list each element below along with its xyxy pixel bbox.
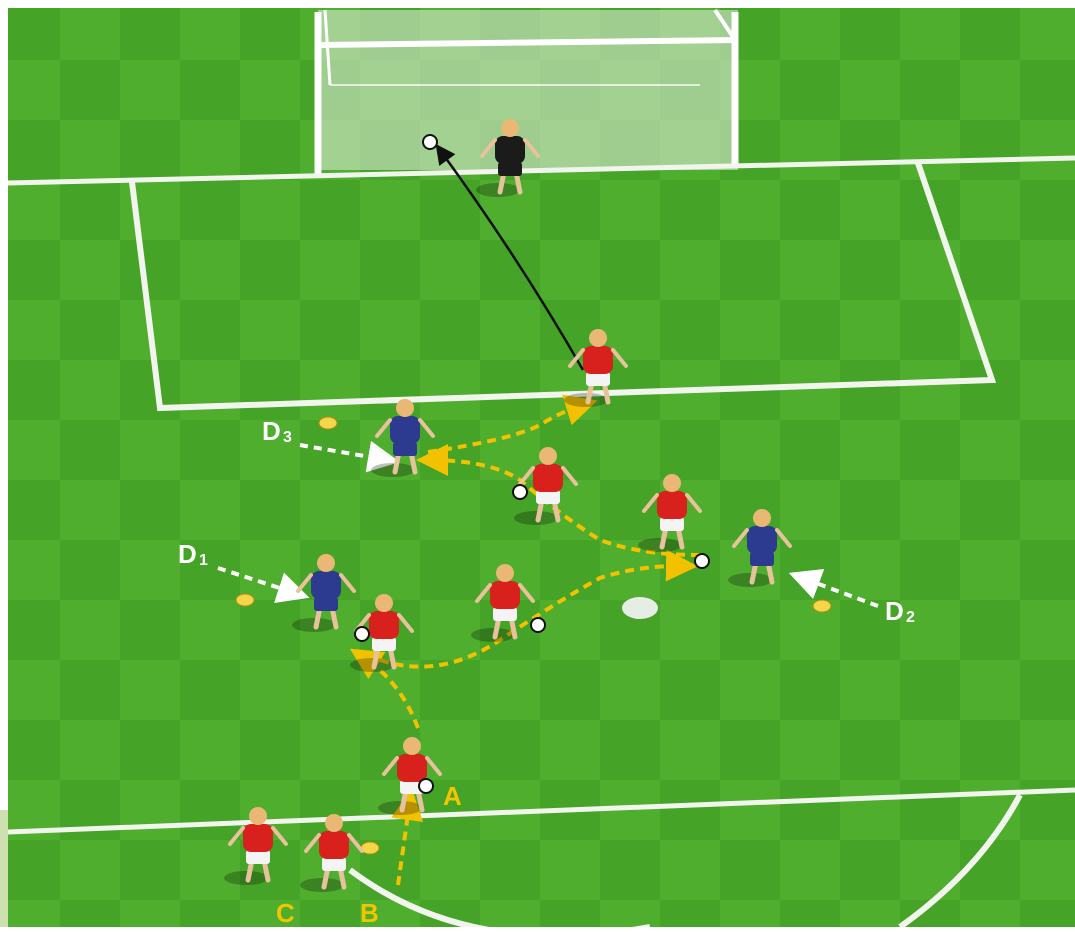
label-d3-main: D	[262, 416, 281, 446]
label-d2-sub: 2	[906, 609, 915, 626]
label-d1-sub: 1	[199, 552, 208, 569]
goal-icon	[318, 10, 738, 175]
label-a: A	[443, 781, 462, 811]
label-d2-main: D	[885, 596, 904, 626]
label-b: B	[360, 898, 379, 927]
label-c: C	[276, 898, 295, 927]
label-d3-sub: 3	[283, 429, 292, 446]
label-d1-main: D	[178, 539, 197, 569]
